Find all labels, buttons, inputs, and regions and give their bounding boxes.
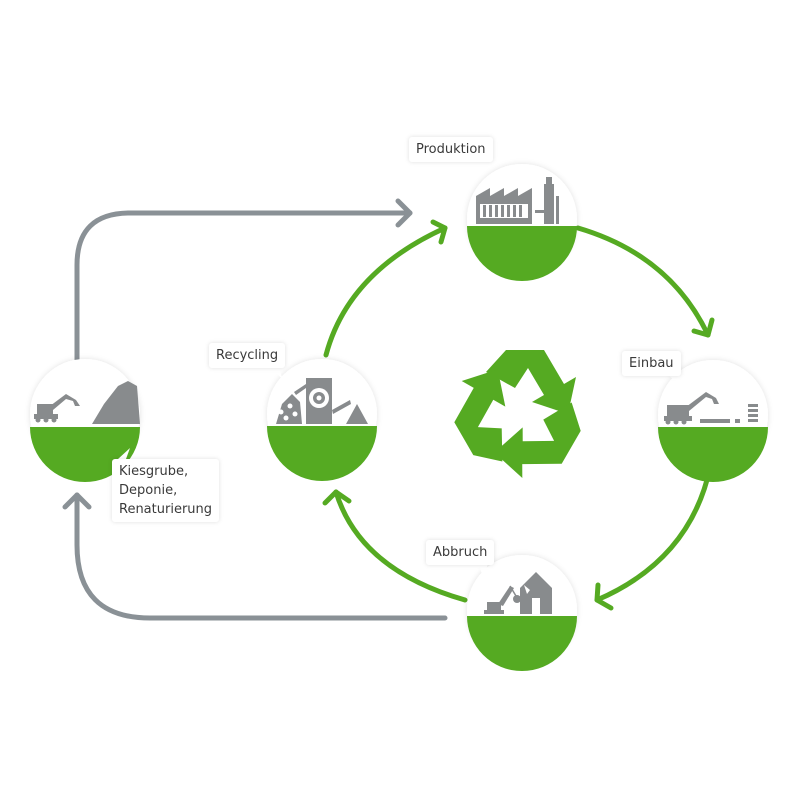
demolition-icon (484, 572, 552, 614)
station-recycling (267, 359, 377, 481)
arrow-einbau-to-abbruch (594, 465, 713, 603)
recycle-symbol-icon (454, 350, 581, 478)
station-produktion-ground (467, 226, 577, 281)
arrow-abbruch-to-recycling (333, 489, 468, 603)
arrowhead-produktion (430, 219, 448, 245)
station-kiesgrube (30, 359, 140, 482)
arrow-recycling-to-produktion (323, 225, 448, 358)
station-produktion (467, 164, 577, 281)
station-recycling-ground (267, 426, 377, 481)
excavator-icon (664, 392, 758, 425)
gray-arrow-to-kiesgrube (74, 492, 448, 621)
callout-tail-produktion (456, 160, 470, 170)
gray-loop-arrows (62, 198, 448, 621)
callout-tail-einbau (667, 374, 681, 386)
label-abbruch: Abbruch (426, 540, 495, 565)
label-recycling: Recycling (209, 343, 286, 368)
recycle-arrow-2 (494, 402, 581, 478)
gravel-pit-icon (34, 381, 140, 424)
callout-tail-abbruch (478, 562, 488, 580)
station-abbruch-ground (467, 616, 577, 671)
recycle-arrow-3 (454, 369, 506, 462)
arrowhead-recycling (322, 489, 352, 506)
station-einbau-ground (658, 427, 768, 482)
station-einbau (658, 360, 768, 482)
callout-tails (118, 160, 681, 580)
label-kiesgrube: Kiesgrube, Deponie, Renaturierung (112, 459, 220, 522)
label-einbau: Einbau (622, 351, 681, 376)
gray-arrow-to-produktion (74, 210, 413, 363)
arrowhead-einbau (691, 317, 715, 338)
callout-tail-recycling (270, 366, 283, 380)
crusher-icon (276, 378, 368, 424)
station-abbruch (467, 555, 577, 671)
callout-tail-kiesgrube (118, 448, 130, 459)
gray-arrowhead-kiesgrube (62, 492, 92, 510)
recycle-arrow-1 (486, 350, 576, 414)
label-produktion: Produktion (409, 137, 493, 162)
gray-arrowhead-produktion (395, 198, 413, 228)
arrowhead-abbruch (594, 582, 614, 611)
arrow-produktion-to-einbau (575, 225, 711, 338)
green-cycle-arrows (322, 219, 715, 611)
factory-icon (476, 177, 559, 224)
